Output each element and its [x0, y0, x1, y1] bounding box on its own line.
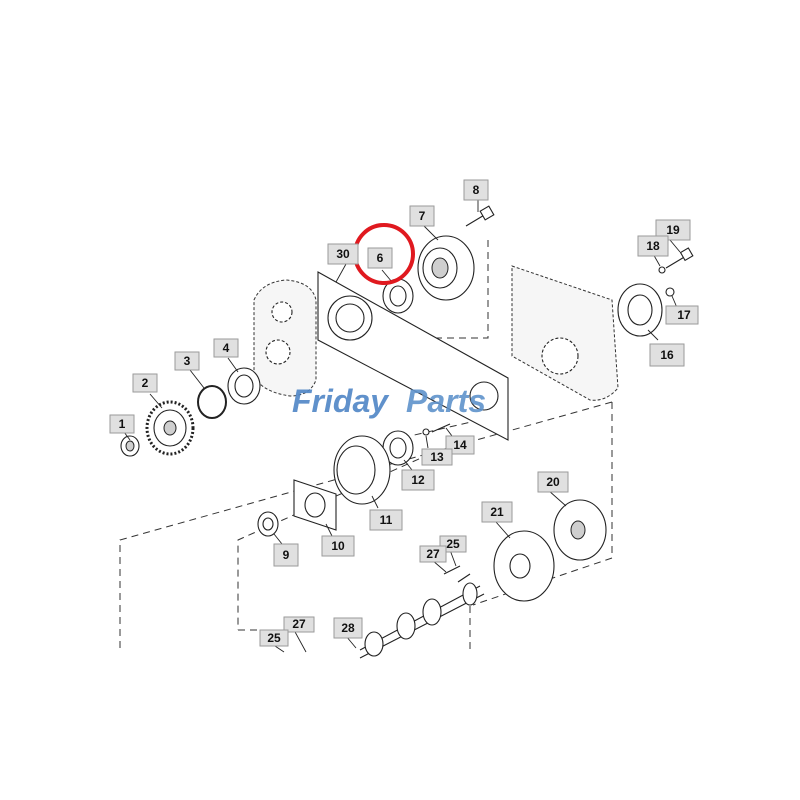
callout-2: 2 [132, 373, 158, 393]
flange-housing [417, 235, 475, 301]
callout-30: 30 [327, 243, 359, 265]
bearing-lower [382, 423, 451, 466]
svg-text:18: 18 [646, 239, 660, 253]
nut [120, 435, 140, 457]
callout-13: 13 [421, 448, 453, 466]
svg-text:13: 13 [430, 450, 444, 464]
callout-12: 12 [401, 469, 435, 491]
callout-21: 21 [481, 501, 513, 523]
callout-18: 18 [637, 235, 669, 257]
callout-19: 19 [655, 219, 691, 241]
flange-plate [293, 479, 337, 531]
svg-text:11: 11 [380, 513, 393, 527]
bearing-left [227, 367, 261, 405]
callout-6: 6 [367, 247, 393, 269]
callout-1: 1 [109, 414, 135, 434]
svg-text:25: 25 [267, 631, 281, 645]
svg-text:Friday: Friday [292, 383, 390, 419]
svg-text:16: 16 [660, 348, 674, 362]
bolt-top [465, 205, 495, 227]
svg-text:30: 30 [336, 247, 350, 261]
svg-text:4: 4 [223, 341, 230, 355]
svg-text:7: 7 [419, 209, 426, 223]
callout-25b: 25 [259, 629, 289, 647]
callout-8: 8 [463, 179, 489, 201]
svg-text:6: 6 [377, 251, 384, 265]
svg-text:2: 2 [142, 376, 149, 390]
svg-text:Parts: Parts [406, 383, 486, 419]
callout-28: 28 [333, 617, 363, 639]
gasket-plate [317, 271, 509, 441]
svg-text:28: 28 [341, 621, 355, 635]
svg-text:20: 20 [546, 475, 560, 489]
housing-plate-right [511, 265, 619, 401]
callout-27: 27 [419, 545, 447, 563]
watermark: Friday Parts [292, 383, 486, 419]
hub-flange [493, 530, 555, 602]
svg-text:14: 14 [453, 438, 467, 452]
svg-text:8: 8 [473, 183, 480, 197]
callout-14: 14 [445, 435, 475, 455]
shaft-assembly [359, 565, 485, 659]
seal-ring [257, 511, 279, 537]
svg-text:3: 3 [184, 354, 191, 368]
svg-text:12: 12 [411, 473, 425, 487]
callout-9: 9 [273, 543, 299, 567]
bolt-right [658, 247, 694, 297]
sprocket [145, 400, 195, 456]
callout-11: 11 [369, 509, 403, 531]
svg-text:9: 9 [283, 548, 290, 562]
svg-text:19: 19 [666, 223, 680, 237]
cup-housing [333, 435, 391, 505]
leader-lines [123, 200, 681, 653]
callouts: 1 2 3 4 6 7 8 30 19 18 17 16 14 13 12 11… [109, 179, 699, 647]
housing-plate-left [253, 279, 317, 397]
callout-20: 20 [537, 471, 569, 493]
callout-7: 7 [409, 205, 435, 227]
callout-16: 16 [649, 343, 685, 367]
svg-text:1: 1 [119, 417, 126, 431]
hub-disc [553, 499, 607, 561]
svg-text:17: 17 [677, 308, 691, 322]
svg-text:27: 27 [292, 617, 306, 631]
callout-3: 3 [174, 351, 200, 371]
callout-27b: 27 [283, 616, 315, 633]
end-cap [617, 283, 663, 337]
callout-17: 17 [665, 305, 699, 325]
svg-text:25: 25 [446, 537, 460, 551]
callout-4: 4 [213, 338, 239, 358]
svg-text:21: 21 [490, 505, 504, 519]
callout-10: 10 [321, 535, 355, 557]
snap-ring [197, 385, 227, 419]
svg-text:10: 10 [331, 539, 345, 553]
svg-text:27: 27 [426, 547, 440, 561]
